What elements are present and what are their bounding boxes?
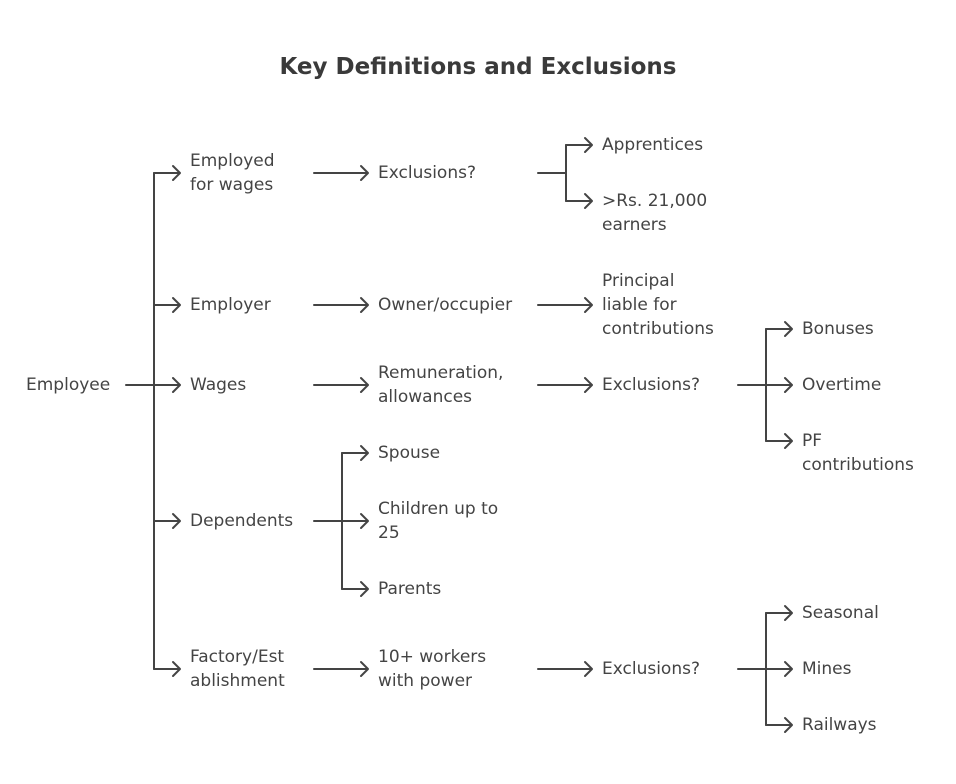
node-parents: Parents bbox=[378, 579, 442, 599]
node-exclusions-factory: Exclusions? bbox=[602, 659, 700, 679]
node-children: Children up to 25 bbox=[378, 499, 499, 543]
node-spouse: Spouse bbox=[378, 443, 441, 463]
node-exclusions-wages: Exclusions? bbox=[602, 375, 700, 395]
node-bonuses: Bonuses bbox=[802, 319, 874, 339]
node-pf-contributions: PF contributions bbox=[802, 431, 914, 475]
diagram-title: Key Definitions and Exclusions bbox=[279, 54, 677, 80]
node-employer: Employer bbox=[190, 295, 271, 315]
node-workers: 10+ workers with power bbox=[378, 647, 487, 691]
arrows-level2 bbox=[313, 165, 369, 677]
node-principal: Principal liable for contributions bbox=[602, 271, 714, 339]
node-wages: Wages bbox=[190, 375, 247, 395]
node-earners: >Rs. 21,000 earners bbox=[602, 191, 708, 235]
arrows-level3 bbox=[537, 137, 593, 677]
arrows-level4 bbox=[737, 321, 793, 733]
node-overtime: Overtime bbox=[802, 375, 882, 395]
node-remuneration: Remuneration, allowances bbox=[378, 363, 504, 407]
node-mines: Mines bbox=[802, 659, 852, 679]
connector-root bbox=[125, 172, 155, 670]
node-dependents: Dependents bbox=[190, 511, 294, 531]
node-exclusions-employed: Exclusions? bbox=[378, 163, 476, 183]
node-employee: Employee bbox=[26, 375, 111, 395]
node-owner-occupier: Owner/occupier bbox=[378, 295, 513, 315]
node-railways: Railways bbox=[802, 715, 877, 735]
node-employed-for-wages: Employed for wages bbox=[190, 151, 275, 195]
arrows-level1 bbox=[153, 165, 181, 677]
node-apprentices: Apprentices bbox=[602, 135, 704, 155]
node-seasonal: Seasonal bbox=[802, 603, 879, 623]
node-factory-establishment: Factory/Est ablishment bbox=[190, 647, 285, 691]
